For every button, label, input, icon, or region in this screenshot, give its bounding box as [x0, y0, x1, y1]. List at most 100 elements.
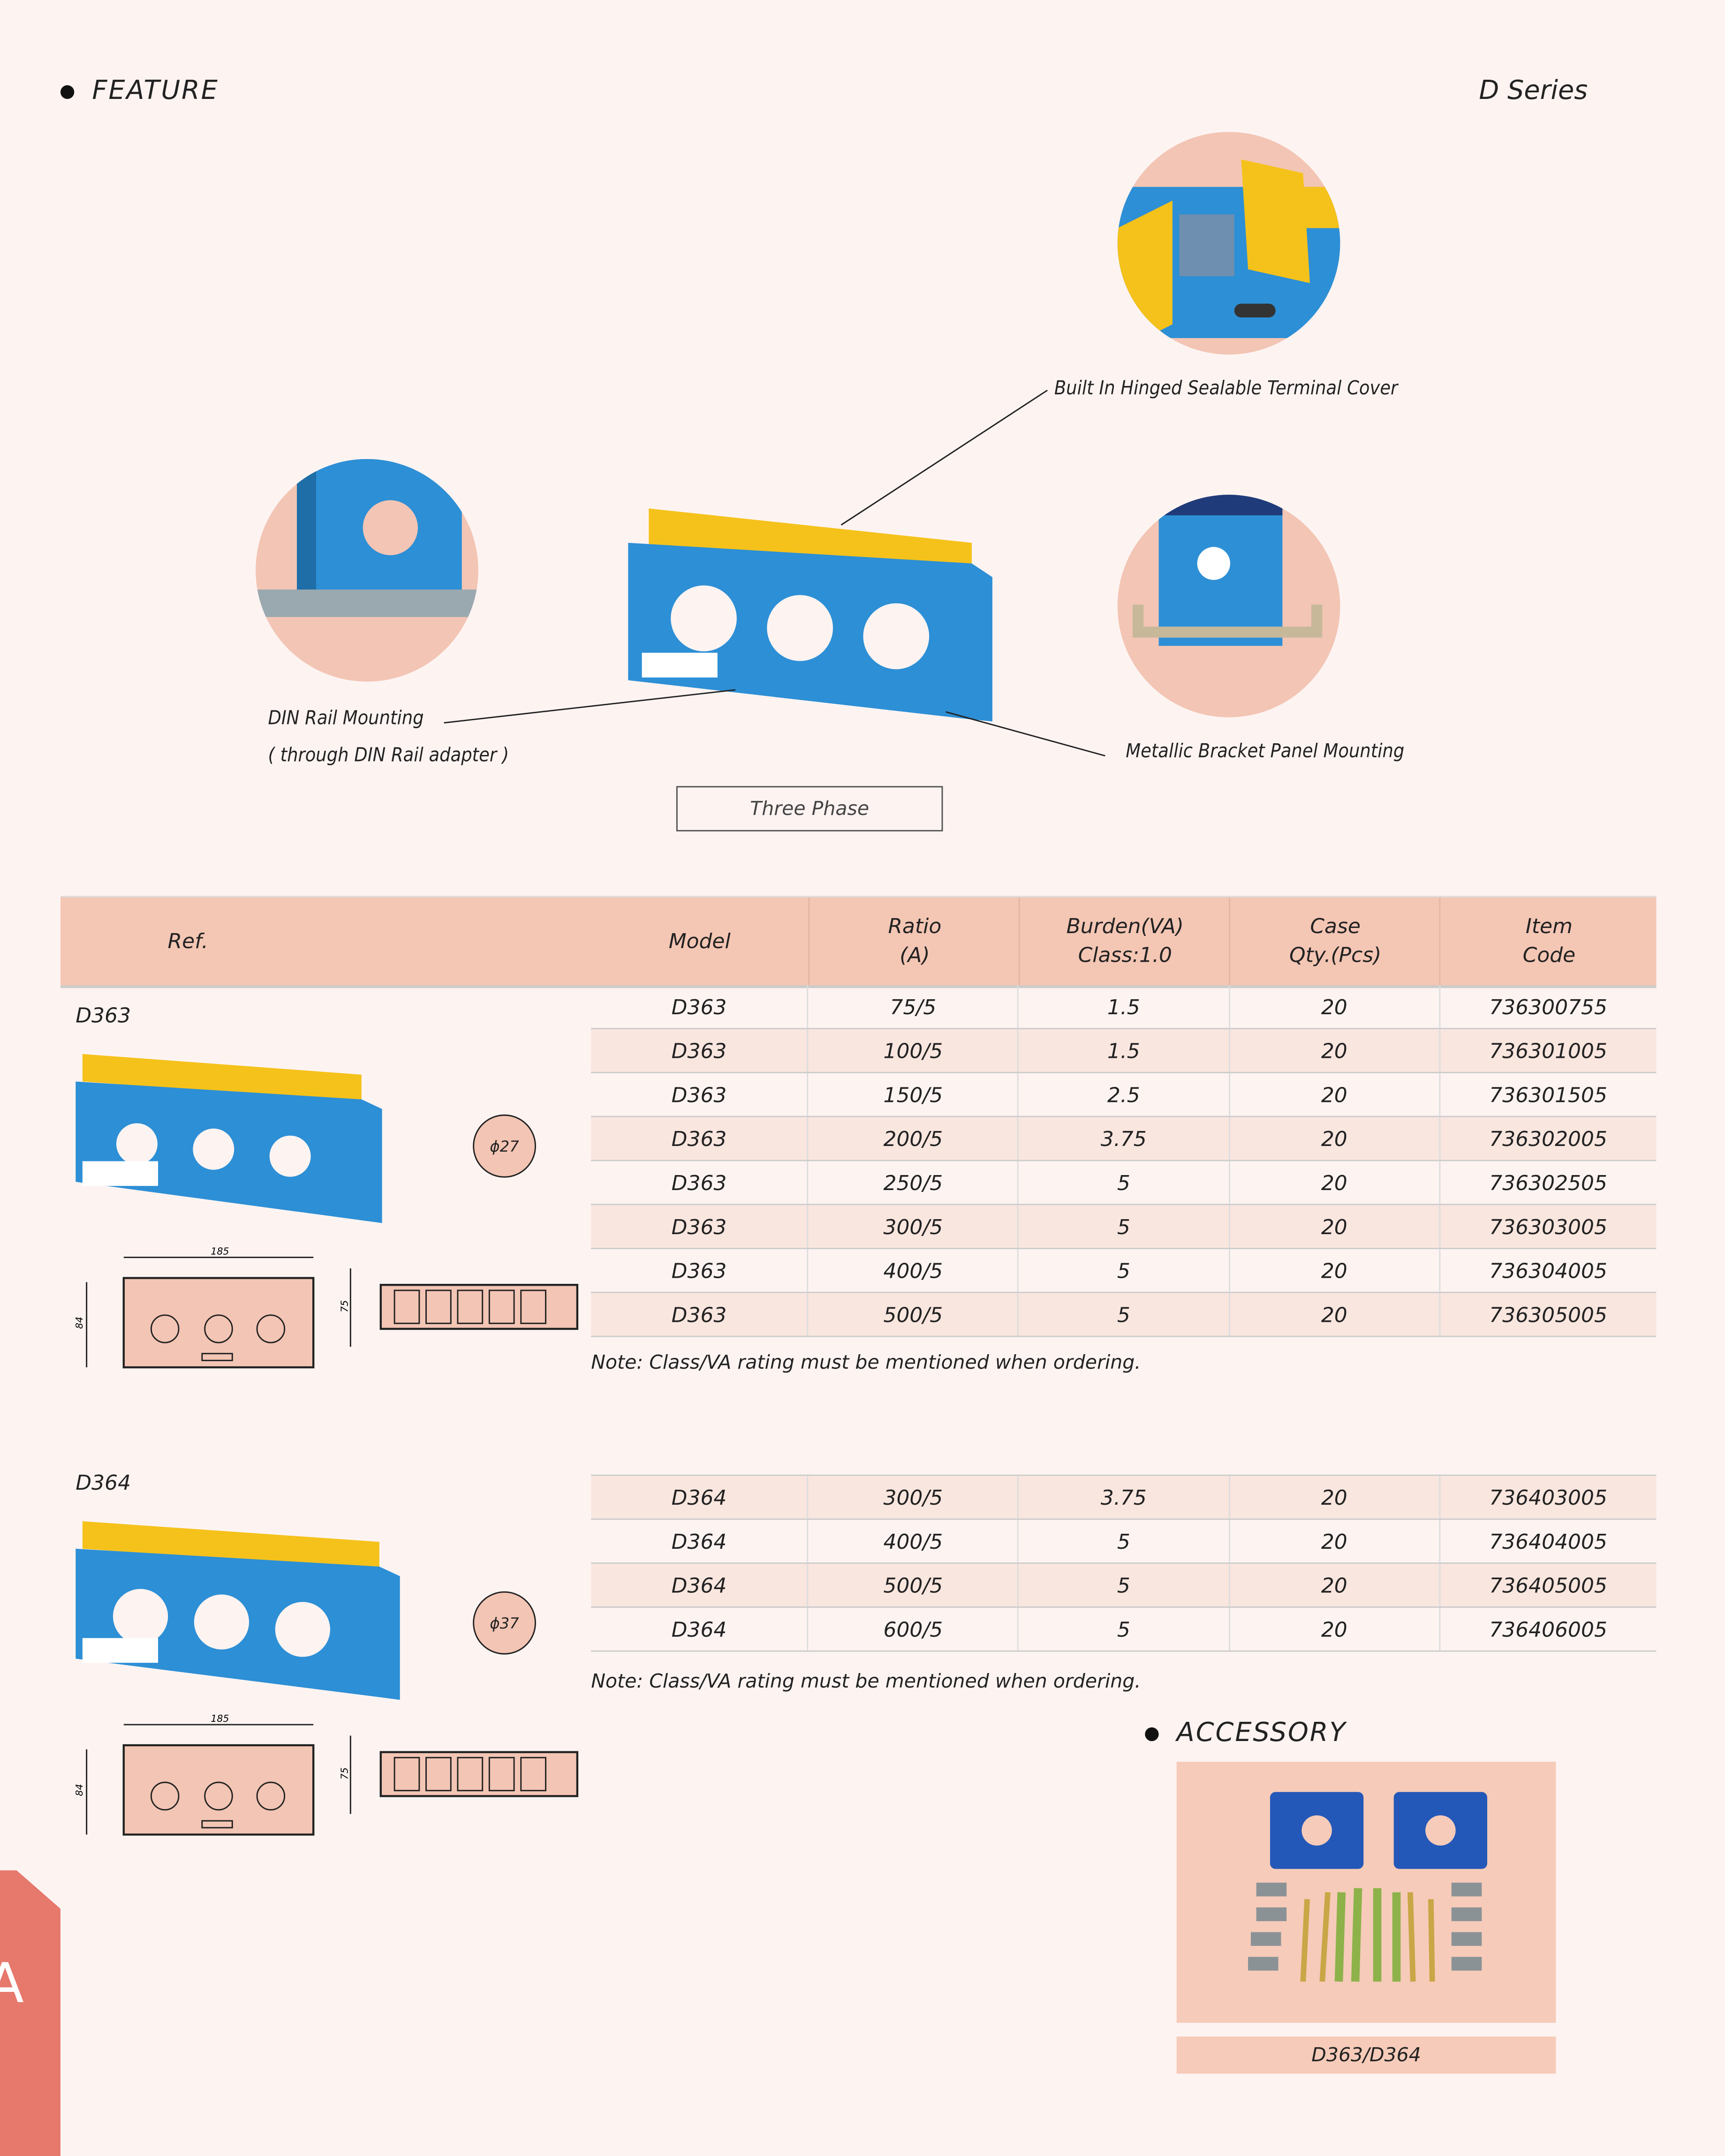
d364-diameter-badge: ϕ37 — [473, 1591, 536, 1655]
terminal-cover-photo — [1117, 132, 1340, 355]
cell-item-code: 736302005 — [1438, 1117, 1657, 1160]
cell-burden: 5 — [1017, 1520, 1228, 1563]
cell-ratio: 600/5 — [807, 1607, 1018, 1651]
din-rail-photo — [256, 459, 478, 682]
cell-case-qty: 20 — [1228, 985, 1439, 1028]
section-title-accessory: ACCESSORY — [1176, 1718, 1347, 1748]
cell-case-qty: 20 — [1228, 1161, 1439, 1204]
label-din-rail: DIN Rail Mounting — [268, 708, 424, 730]
cell-ratio: 300/5 — [807, 1205, 1018, 1248]
cell-case-qty: 20 — [1228, 1520, 1439, 1563]
cell-model: D363 — [671, 1126, 727, 1151]
cell-burden: 1.5 — [1017, 985, 1228, 1028]
cell-burden: 5 — [1017, 1205, 1228, 1248]
cell-model: D364 — [671, 1529, 727, 1554]
cell-burden: 5 — [1017, 1249, 1228, 1292]
cell-model: D363 — [671, 994, 727, 1019]
width-dimension: 185 — [211, 1713, 229, 1724]
cell-case-qty: 20 — [1228, 1117, 1439, 1160]
height-dimension: 84 — [76, 1784, 85, 1796]
section-tab-letter: A — [0, 1953, 24, 2016]
cell-item-code: 736305005 — [1438, 1293, 1657, 1336]
cell-model: D363 — [671, 1038, 727, 1063]
cell-case-qty: 20 — [1228, 1029, 1439, 1072]
cell-item-code: 736404005 — [1438, 1520, 1657, 1563]
cell-ratio: 75/5 — [807, 985, 1018, 1028]
ref-d364: D364 — [76, 1470, 131, 1495]
cell-burden: 1.5 — [1017, 1029, 1228, 1072]
d363-product-image — [76, 1047, 382, 1229]
bracket-photo — [1117, 495, 1340, 717]
cell-burden: 5 — [1017, 1293, 1228, 1336]
cell-burden: 3.75 — [1017, 1117, 1228, 1160]
header-model: Model — [668, 928, 731, 953]
cell-model: D363 — [671, 1302, 727, 1327]
cell-model: D363 — [671, 1214, 727, 1239]
accessory-caption: D363/D364 — [1176, 2036, 1556, 2074]
d363-diameter-badge: ϕ27 — [473, 1114, 536, 1178]
header-burden: Burden(VA)Class:1.0 — [1018, 897, 1230, 986]
side-dimension: 75 — [339, 1300, 350, 1312]
cell-ratio: 300/5 — [807, 1476, 1018, 1519]
cell-model: D363 — [671, 1170, 727, 1195]
cell-item-code: 736403005 — [1438, 1476, 1657, 1519]
cell-case-qty: 20 — [1228, 1073, 1439, 1116]
label-bracket: Metallic Bracket Panel Mounting — [1126, 740, 1405, 763]
cell-item-code: 736301505 — [1438, 1073, 1657, 1116]
cell-ratio: 250/5 — [807, 1161, 1018, 1204]
cell-ratio: 500/5 — [807, 1293, 1018, 1336]
label-terminal-cover: Built In Hinged Sealable Terminal Cover — [1054, 377, 1398, 400]
height-dimension: 84 — [76, 1317, 85, 1329]
cell-burden: 3.75 — [1017, 1476, 1228, 1519]
d363-dimension-drawing: 185 84 75 — [74, 1244, 584, 1380]
cell-burden: 5 — [1017, 1161, 1228, 1204]
cell-case-qty: 20 — [1228, 1249, 1439, 1292]
cell-item-code: 736405005 — [1438, 1564, 1657, 1606]
cell-burden: 5 — [1017, 1564, 1228, 1606]
d364-dimension-drawing: 185 84 75 — [74, 1711, 584, 1847]
bullet-icon — [1145, 1727, 1159, 1741]
section-title-feature: FEATURE — [92, 75, 219, 106]
cell-model: D363 — [671, 1082, 727, 1107]
header-ref: Ref. — [167, 928, 208, 953]
cell-model: D364 — [671, 1616, 727, 1642]
cell-case-qty: 20 — [1228, 1205, 1439, 1248]
cell-ratio: 150/5 — [807, 1073, 1018, 1116]
label-din-rail-adapter: ( through DIN Rail adapter ) — [268, 745, 509, 767]
cell-item-code: 736302505 — [1438, 1161, 1657, 1204]
cell-ratio: 100/5 — [807, 1029, 1018, 1072]
accessory-photo — [1176, 1762, 1556, 2023]
cell-ratio: 400/5 — [807, 1520, 1018, 1563]
three-phase-product-image — [621, 502, 999, 734]
cell-item-code: 736304005 — [1438, 1249, 1657, 1292]
three-phase-label: Three Phase — [676, 786, 943, 832]
cell-model: D364 — [671, 1485, 727, 1510]
cell-case-qty: 20 — [1228, 1607, 1439, 1651]
d364-product-image — [76, 1515, 400, 1705]
cell-case-qty: 20 — [1228, 1476, 1439, 1519]
bullet-icon — [60, 85, 75, 99]
ref-d363: D363 — [76, 1003, 131, 1028]
cell-burden: 5 — [1017, 1607, 1228, 1651]
section-tab: A — [0, 1870, 61, 2156]
header-ratio: Ratio(A) — [808, 897, 1020, 986]
cell-case-qty: 20 — [1228, 1564, 1439, 1606]
d363-note: Note: Class/VA rating must be mentioned … — [591, 1352, 1141, 1374]
cell-ratio: 400/5 — [807, 1249, 1018, 1292]
callout-lines — [444, 390, 1105, 757]
